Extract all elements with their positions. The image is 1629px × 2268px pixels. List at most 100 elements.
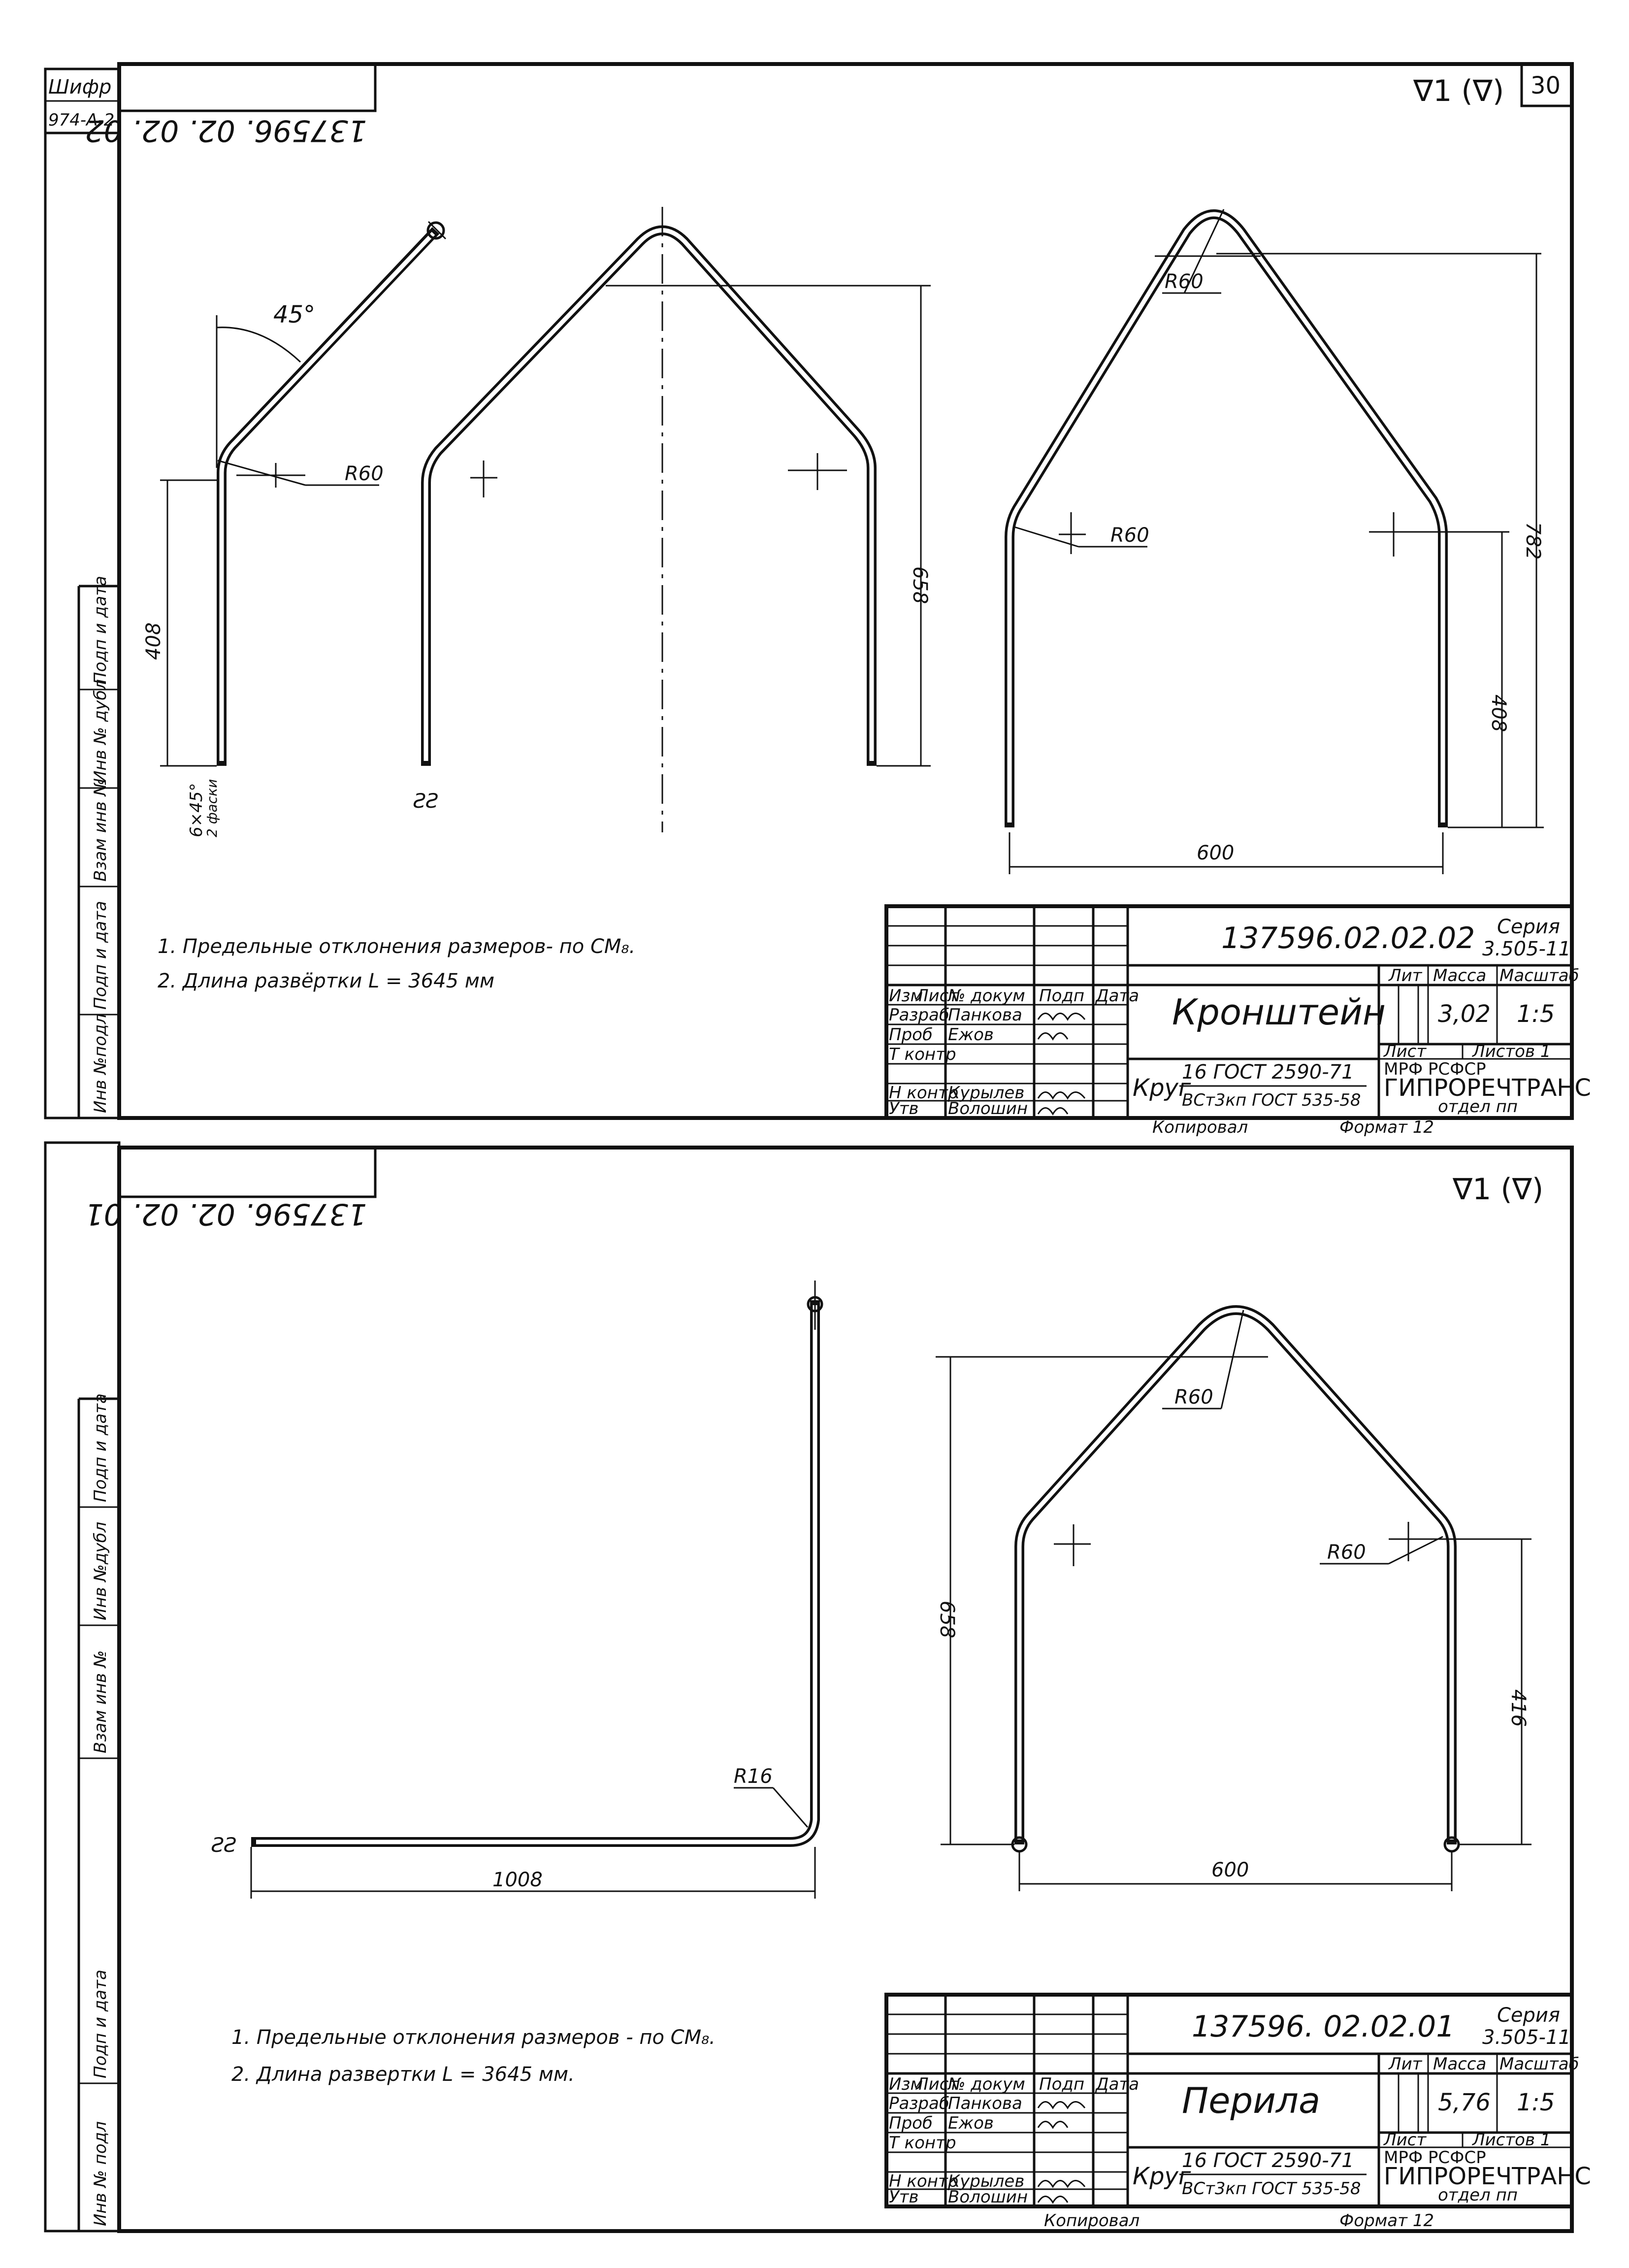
tb-material-bottom: ВСт3кп ГОСТ 535-58 bbox=[1182, 2179, 1361, 2199]
side-label: Взам инв № bbox=[91, 779, 110, 882]
tb-role: Проб bbox=[889, 2113, 933, 2133]
side-label: Подп и дата bbox=[91, 576, 110, 685]
mirrored-doc-code: 137596. 02. 02. 02 bbox=[85, 113, 367, 148]
dim-416: 416 bbox=[1507, 1689, 1530, 1727]
tb-material-bottom: ВСт3кп ГОСТ 535-58 bbox=[1182, 1090, 1361, 1110]
side-labels-top: Инв №подл Подп и дата Взам инв № Инв № д… bbox=[91, 576, 110, 1113]
tb-org-1: МРФ РСФСР bbox=[1384, 2148, 1486, 2168]
tb-copied: Копировал bbox=[1152, 1118, 1248, 1137]
tb-header: Лист bbox=[915, 986, 959, 1006]
side-label: Инв № дубл bbox=[91, 679, 110, 783]
tb-org-1: МРФ РСФСР bbox=[1384, 1059, 1486, 1079]
dim-408: 408 bbox=[1487, 694, 1510, 732]
tb-person: Панкова bbox=[948, 2094, 1022, 2113]
side-label: Взам инв № bbox=[91, 1650, 110, 1753]
tb-role: Разраб bbox=[889, 2094, 949, 2113]
tb-copied: Копировал bbox=[1044, 2211, 1140, 2231]
side-label: Подп и дата bbox=[91, 901, 110, 1010]
tb-person: Ежов bbox=[948, 1025, 994, 1045]
tb-sheet-label: Лист bbox=[1383, 2130, 1427, 2150]
dim-658: 658 bbox=[909, 566, 931, 604]
tb-mass-value: 3,02 bbox=[1438, 1000, 1491, 1028]
tb-lit-label: Лит bbox=[1388, 2054, 1423, 2074]
tb-material-prefix: Круг bbox=[1133, 2163, 1191, 2190]
note-line: 2. Длина развертки L = 3645 мм. bbox=[231, 2063, 575, 2086]
tb-org-2: ГИПРОРЕЧТРАНС bbox=[1384, 1074, 1591, 1102]
sheet-frames bbox=[44, 62, 1574, 2233]
mirrored-doc-code: 137596. 02. 02. 01 bbox=[85, 1197, 367, 1231]
tb-mass-value: 5,76 bbox=[1438, 2089, 1491, 2116]
tb-person: Волошин bbox=[948, 2187, 1028, 2207]
tb-mass-label: Масса bbox=[1433, 966, 1486, 986]
tb-header: Подп bbox=[1039, 986, 1084, 1006]
tb-scale-label: Масштаб bbox=[1499, 2054, 1579, 2074]
radius-label: R60 bbox=[1165, 270, 1204, 293]
view-front-bracket: 658 ƧƧ bbox=[413, 207, 931, 832]
tb-sheet-label: Лист bbox=[1383, 1042, 1427, 1061]
tb-role: Т контр bbox=[889, 2133, 956, 2153]
tb-format: Формат 12 bbox=[1339, 2211, 1434, 2231]
cipher-value: 974-А-2 bbox=[48, 110, 114, 130]
tb-header: Дата bbox=[1095, 986, 1139, 1006]
tb-scale-value: 1:5 bbox=[1517, 1000, 1555, 1028]
dim-600: 600 bbox=[1211, 1859, 1249, 1881]
side-labels-bottom: Инв № подл Подп и дата Взам инв № Инв №д… bbox=[91, 1393, 110, 2226]
tb-role: Разраб bbox=[889, 1005, 949, 1025]
dim-658: 658 bbox=[936, 1601, 958, 1638]
roughness-symbol: ∇1 (∇) bbox=[1413, 74, 1504, 108]
tb-header: Дата bbox=[1095, 2074, 1139, 2094]
tb-org-2: ГИПРОРЕЧТРАНС bbox=[1384, 2163, 1591, 2190]
tb-scale-value: 1:5 bbox=[1517, 2089, 1555, 2116]
tb-header: Подп bbox=[1039, 2074, 1084, 2094]
tb-role: Проб bbox=[889, 1025, 933, 1045]
note-line: 1. Предельные отклонения размеров - по С… bbox=[231, 2026, 716, 2049]
cut-mark: ƧƧ bbox=[413, 790, 439, 813]
tb-role: Утв bbox=[889, 1099, 919, 1118]
tb-header: Изм bbox=[889, 2074, 923, 2094]
tb-person: Ежов bbox=[948, 2113, 994, 2133]
title-block-top bbox=[884, 904, 1574, 1120]
radius-label: R60 bbox=[1110, 524, 1149, 547]
tb-role: Н контр bbox=[889, 2171, 958, 2191]
tb-designation: 137596. 02.02.01 bbox=[1192, 2009, 1455, 2044]
tb-series-label: Серия bbox=[1497, 2004, 1560, 2027]
radius-label: R60 bbox=[1174, 1386, 1213, 1409]
radius-label: R60 bbox=[345, 462, 384, 485]
chamfer-note: 2 фаски bbox=[204, 779, 220, 837]
note-line: 2. Длина развёртки L = 3645 мм bbox=[158, 970, 494, 992]
tb-role: Т контр bbox=[889, 1045, 956, 1064]
tb-sheets-label: Листов 1 bbox=[1471, 2130, 1551, 2150]
tb-part-name: Перила bbox=[1182, 2080, 1320, 2121]
tb-series-label: Серия bbox=[1497, 916, 1560, 938]
tb-org-3: отдел пп bbox=[1438, 2185, 1518, 2205]
tb-lit-label: Лит bbox=[1388, 966, 1423, 986]
tb-series-value: 3.505-11 bbox=[1482, 2026, 1571, 2049]
side-label: Подп и дата bbox=[91, 1970, 110, 2078]
view-front-railing: R60 R60 658 416 600 bbox=[936, 1305, 1531, 1891]
cut-mark: ƧƧ bbox=[211, 1834, 237, 1857]
radius-label: R16 bbox=[734, 1765, 773, 1788]
tb-sheets-label: Листов 1 bbox=[1471, 1042, 1551, 1061]
view-side-bracket: 45° R60 408 6×45° 2 фаски bbox=[142, 221, 447, 837]
view-top-bracket: R60 R60 782 408 600 bbox=[1005, 209, 1544, 874]
tb-format: Формат 12 bbox=[1339, 1118, 1434, 1137]
tb-role: Н контр bbox=[889, 1083, 958, 1103]
cipher-label: Шифр bbox=[48, 76, 111, 99]
dim-408: 408 bbox=[142, 623, 165, 660]
dim-1008: 1008 bbox=[492, 1869, 543, 1891]
tb-material-prefix: Круг bbox=[1133, 1074, 1191, 1102]
dim-782: 782 bbox=[1522, 522, 1544, 559]
side-label: Подп и дата bbox=[91, 1393, 110, 1502]
tb-header: Лист bbox=[915, 2074, 959, 2094]
tb-scale-label: Масштаб bbox=[1499, 966, 1579, 986]
angle-label: 45° bbox=[273, 301, 315, 329]
title-block-bottom bbox=[884, 1993, 1574, 2208]
roughness-symbol: ∇1 (∇) bbox=[1452, 1172, 1543, 1207]
tb-person: Курылев bbox=[948, 1083, 1024, 1103]
tb-person: Панкова bbox=[948, 1005, 1022, 1025]
chamfer-label: 6×45° bbox=[187, 783, 206, 837]
side-label: Инв № подл bbox=[91, 2121, 110, 2226]
signature-scribbles bbox=[1037, 1013, 1086, 2204]
tb-designation: 137596.02.02.02 bbox=[1221, 921, 1475, 955]
